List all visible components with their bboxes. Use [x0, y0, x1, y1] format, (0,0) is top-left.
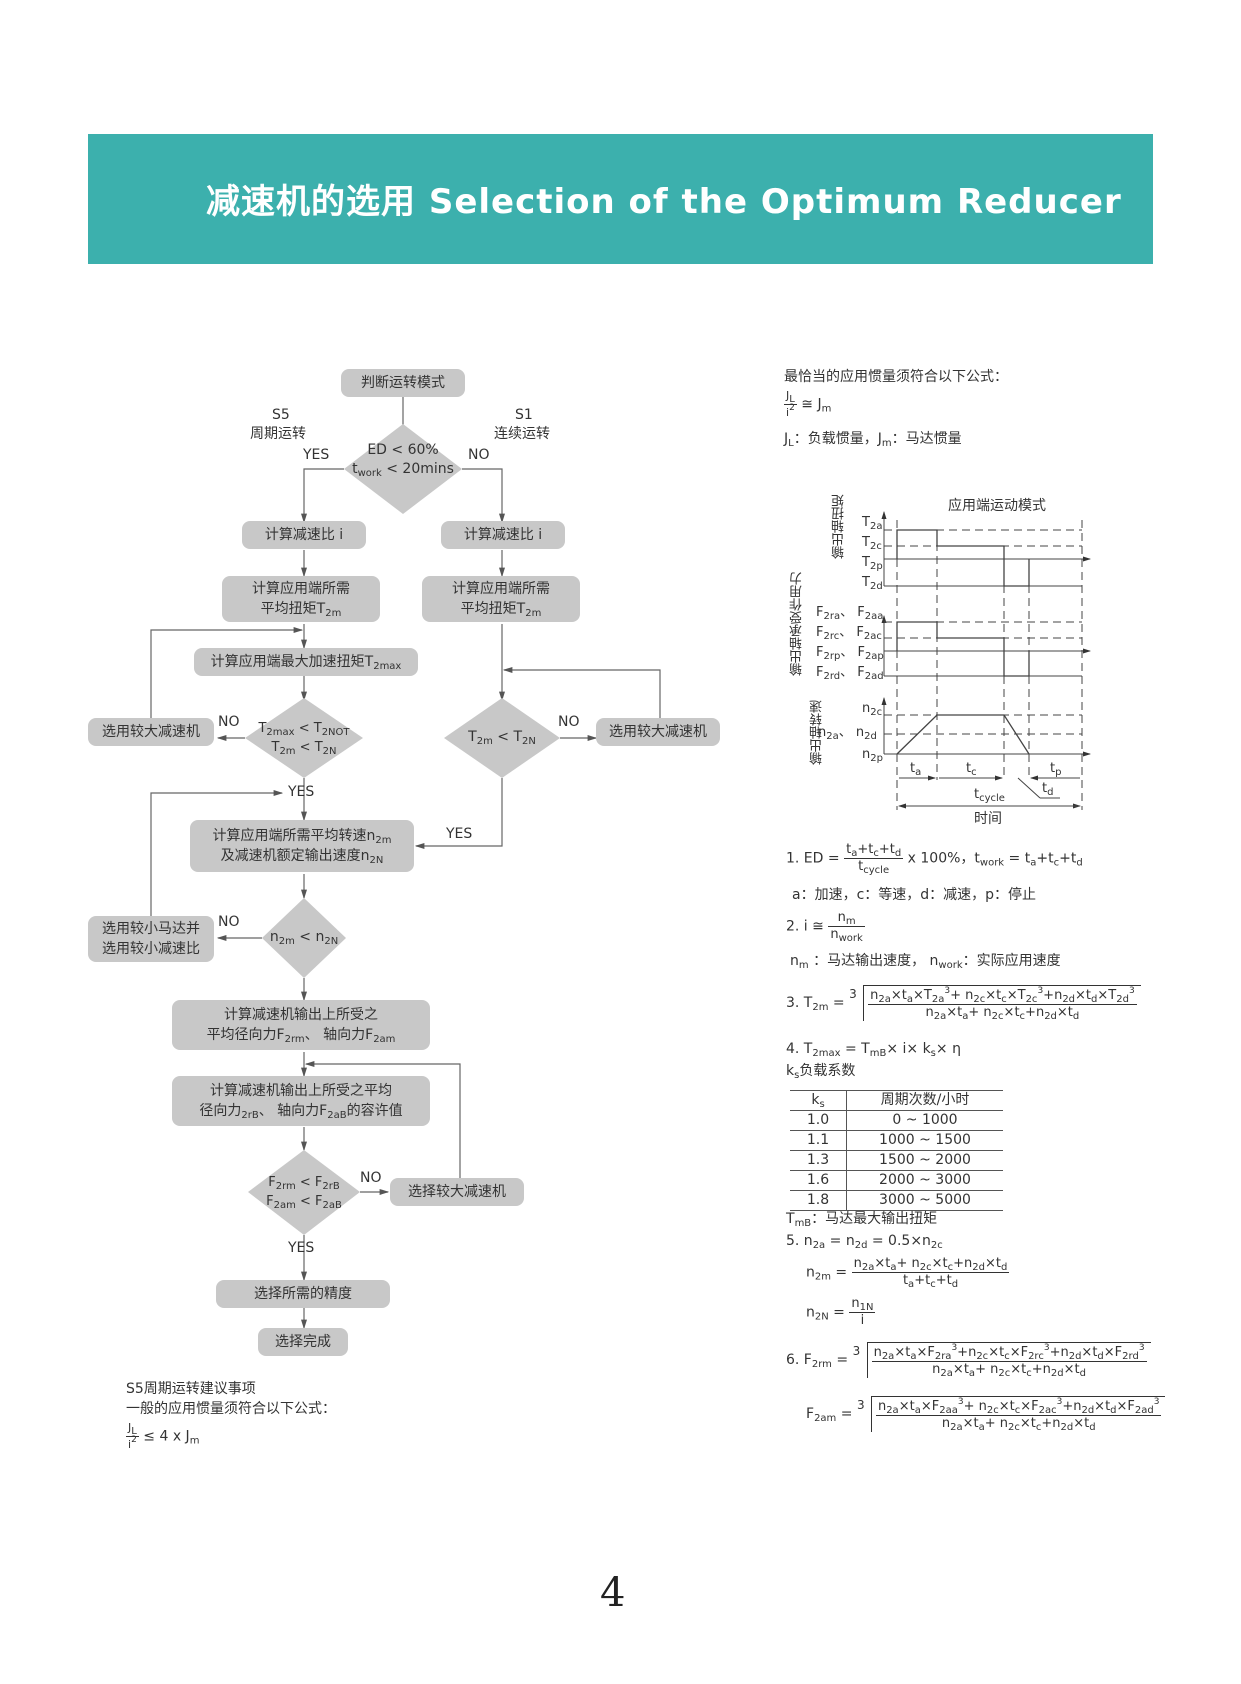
left-mode-code: S5 [272, 407, 290, 423]
header-cycles: 周期次数/小时 [846, 1090, 1003, 1111]
force-level: F2ra、 F2aa [816, 605, 884, 622]
calc-allowable: 计算减速机输出上所受之平均径向力2rB、 轴向力F2aB的容许值 [172, 1076, 430, 1126]
xlabel-time: 时间 [974, 811, 1002, 827]
no-label-3: NO [558, 714, 580, 730]
yes-label-3: YES [446, 826, 473, 842]
phase-ta: ta [910, 761, 922, 778]
calc-avg-torque-right: 计算应用端所需平均扭矩T2m [422, 576, 580, 622]
speed-level: n2c [862, 701, 883, 718]
connector-yes [301, 468, 344, 524]
torque-profile [896, 529, 1030, 587]
force-level: F2rc、 F2ac [816, 625, 882, 642]
done-box: 选择完成 [258, 1328, 348, 1356]
formula-2-legend: nm ：马达输出速度， nwork：实际应用速度 [790, 953, 1061, 971]
yes-label-1: YES [303, 447, 330, 463]
no-label-5: NO [360, 1170, 382, 1186]
phase-tc: tc [966, 761, 977, 778]
formula-1-legend: a：加速，c：等速，d：减速，p：停止 [792, 887, 1037, 903]
right-mode-name: 连续运转 [494, 426, 550, 442]
start-label: 判断运转模式 [361, 375, 445, 391]
decision4-shape [248, 1150, 360, 1235]
no-label-4: NO [218, 914, 240, 930]
larger-reducer-right: 选用较大减速机 [596, 718, 720, 746]
inertia-legend: JL：负载惯量，Jm：马达惯量 [784, 431, 962, 449]
s5-note-title: S5周期运转建议事项 [126, 1381, 256, 1397]
header-banner: 减速机的选用 Selection of the Optimum Reducer [88, 134, 1153, 264]
yes-label-4: YES [288, 1240, 315, 1256]
ylabel-torque: 输出轴扭矩 [832, 494, 847, 559]
inertia-title: 最恰当的应用惯量须符合以下公式： [784, 369, 1008, 385]
larger-reducer-left: 选用较大减速机 [88, 718, 214, 746]
decision4-text: F2rm < F2rB F2am < F2aB [266, 1175, 342, 1211]
yes-label-2: YES [288, 784, 315, 800]
calc-ratio-left: 计算减速比 i [242, 521, 366, 549]
decision-right-text: T2m < T2N [468, 729, 536, 747]
decision2-shape [245, 698, 363, 778]
s5-note-line2: 一般的应用惯量须符合以下公式： [126, 1401, 336, 1417]
ylabel-force: 输出轴承受作用力 [790, 572, 805, 676]
start-box: 判断运转模式 [341, 369, 465, 397]
force-level: F2rd、 F2ad [816, 665, 884, 682]
torque-level: T2d [862, 575, 883, 592]
speed-level: n2p [862, 747, 883, 764]
phase-td: td [1042, 781, 1054, 798]
ks-title: ks负载系数 [786, 1063, 856, 1081]
page-title: 减速机的选用 Selection of the Optimum Reducer [206, 182, 1122, 222]
right-mode-code: S1 [515, 407, 533, 423]
smaller-motor-box: 选用较小马达并选用较小减速比 [88, 916, 214, 962]
calc-max-torque: 计算应用端最大加速扭矩T2max [194, 648, 418, 676]
torque-level: T2c [862, 535, 882, 552]
decision1-shape [344, 424, 462, 514]
header-ks: ks [790, 1090, 847, 1111]
calc-force: 计算减速机输出上所受之平均径向力F2rm、 轴向力F2am [172, 1000, 430, 1050]
table-header: ks 周期次数/小时 [790, 1090, 1003, 1111]
decision3-text: n2m < n2N [269, 929, 339, 947]
precision-box: 选择所需的精度 [216, 1280, 390, 1308]
speed-profile [896, 714, 1030, 755]
decision1-text: ED < 60% twork < 20mins [352, 442, 454, 479]
phase-cycle: tcycle [974, 787, 1005, 804]
chart-title: 应用端运动模式 [948, 498, 1046, 514]
no-label-1: NO [468, 447, 490, 463]
tmb-legend: TmB：马达最大输出扭矩 [786, 1211, 938, 1229]
force-level: F2rp、 F2ap [816, 645, 884, 662]
speed-level: n2a、 n2d [818, 725, 877, 742]
phase-tp: tp [1050, 761, 1062, 778]
torque-level: T2p [862, 555, 883, 572]
no-label-2: NO [218, 714, 240, 730]
left-mode-name: 周期运转 [250, 426, 306, 442]
choose-larger-box: 选择较大减速机 [390, 1178, 524, 1206]
decision3-shape [262, 898, 346, 978]
calc-ratio-right: 计算减速比 i [441, 521, 565, 549]
torque-level: T2a [862, 515, 883, 532]
calc-avg-torque-left: 计算应用端所需平均扭矩T2m [222, 576, 380, 622]
page-number: 4 [600, 1570, 626, 1616]
decision2-text: T2max < T2NOT T2m < T2N [258, 721, 350, 757]
force-profile [896, 621, 1030, 677]
formula-5: 5. n2a = n2d = 0.5×n2c [786, 1233, 943, 1251]
formula-4: 4. T2max = TmB× i× ks× η [786, 1041, 961, 1059]
connector-no [462, 468, 505, 524]
decision-right-shape [444, 698, 560, 778]
